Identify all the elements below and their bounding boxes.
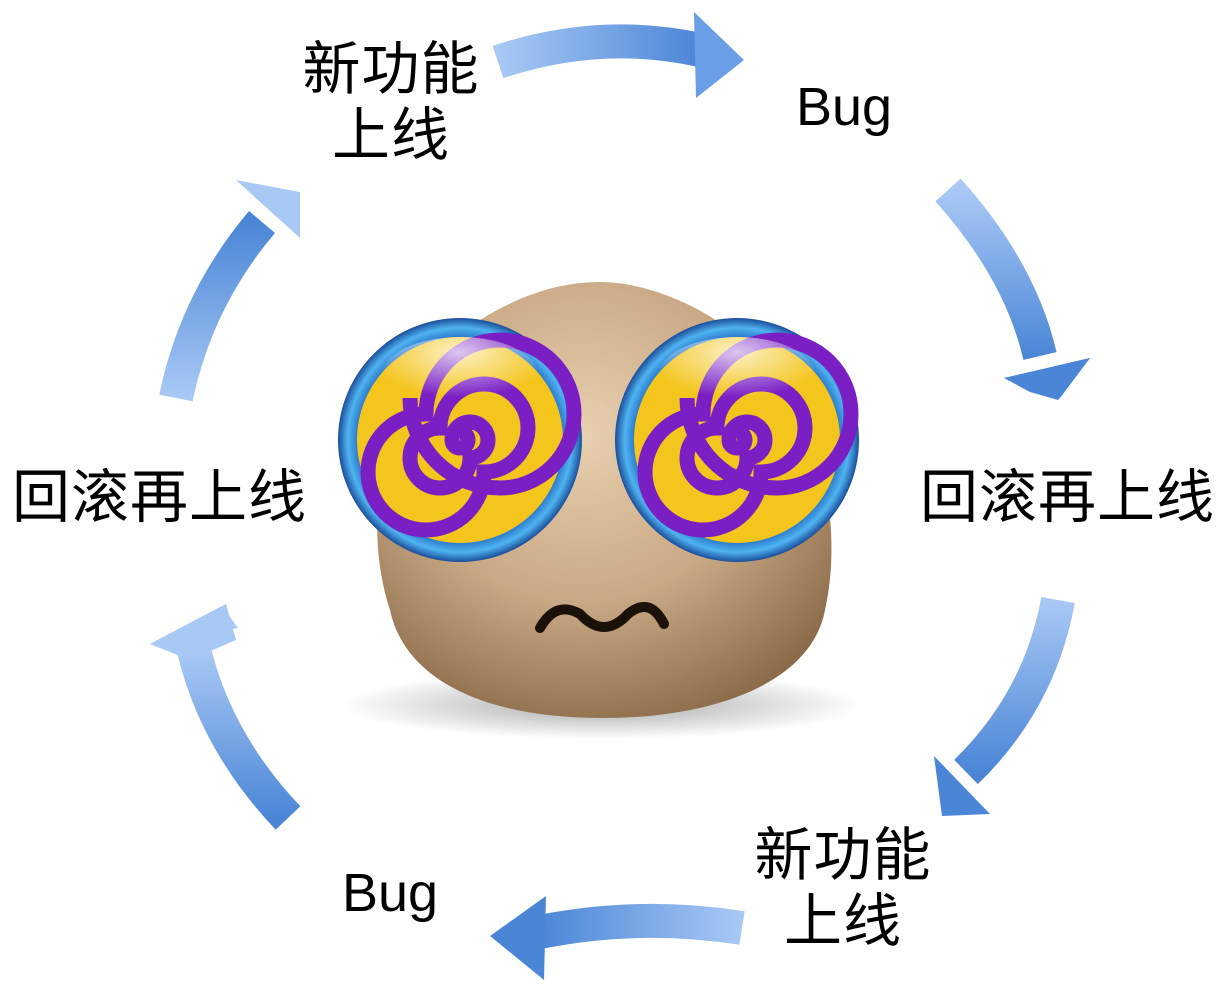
node-top-left: 新功能 上线 [296,36,486,168]
node-bottom-left-line-1: Bug [342,863,439,923]
node-bottom-right: 新功能 上线 [748,822,938,954]
node-top-right-line-1: Bug [796,77,893,137]
arrow-upper-right-icon [935,178,1090,400]
arrow-upper-left-icon [159,180,300,402]
arrow-lower-left-icon [150,604,301,830]
node-right-line-1: 回滚再上线 [920,463,1216,531]
node-bottom-left: Bug [342,866,438,920]
node-left-line-1: 回滚再上线 [12,463,308,531]
arrow-bottom-icon [490,896,745,980]
node-top-right: Bug [796,80,892,134]
node-left: 回滚再上线 [12,468,307,526]
node-top-left-line-1: 新功能 [302,35,480,103]
node-right: 回滚再上线 [920,468,1215,526]
node-top-left-line-2: 上线 [331,101,450,169]
left-goggle-icon [338,318,582,562]
node-bottom-right-line-2: 上线 [783,887,902,955]
arrow-lower-right-icon [934,596,1075,816]
right-goggle-icon [615,318,859,562]
node-bottom-right-line-1: 新功能 [754,821,932,889]
arrow-top-icon [492,12,744,98]
